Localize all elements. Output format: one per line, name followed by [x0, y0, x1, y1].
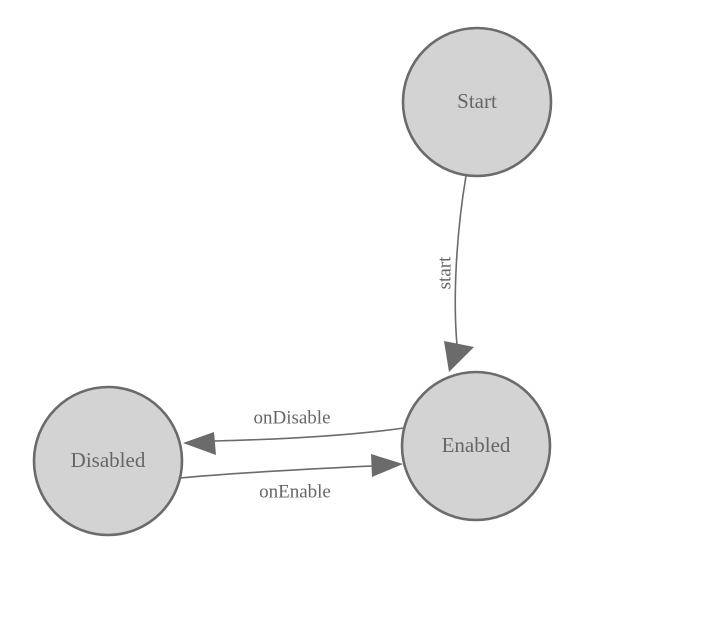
state-node-start-circle: [401, 26, 553, 178]
edge-label-on-disable: onDisable: [253, 407, 330, 428]
edge-label-start: start: [434, 256, 455, 289]
edge-enabled-to-disabled[interactable]: onDisable: [183, 407, 405, 455]
edge-start-to-enabled[interactable]: start: [434, 175, 474, 372]
state-node-start[interactable]: Start: [401, 26, 553, 178]
state-node-start-label: Start: [457, 89, 497, 113]
state-node-disabled-circle: [32, 385, 184, 537]
edge-start-to-enabled-arrowhead-icon: [444, 341, 474, 372]
edge-enabled-to-disabled-path: [212, 427, 405, 442]
edge-label-on-enable: onEnable: [259, 481, 331, 502]
state-node-enabled-label: Enabled: [442, 433, 511, 457]
state-node-disabled[interactable]: Disabled: [32, 385, 184, 537]
edge-disabled-to-enabled[interactable]: onEnable: [179, 454, 403, 502]
state-node-enabled-circle: [400, 370, 552, 522]
state-node-enabled[interactable]: Enabled: [400, 370, 552, 522]
edge-disabled-to-enabled-path: [179, 465, 373, 479]
edge-enabled-to-disabled-arrowhead-icon: [183, 432, 216, 455]
state-node-disabled-label: Disabled: [71, 448, 146, 472]
edge-start-to-enabled-path: [454, 175, 467, 346]
edge-disabled-to-enabled-arrowhead-icon: [371, 454, 403, 477]
